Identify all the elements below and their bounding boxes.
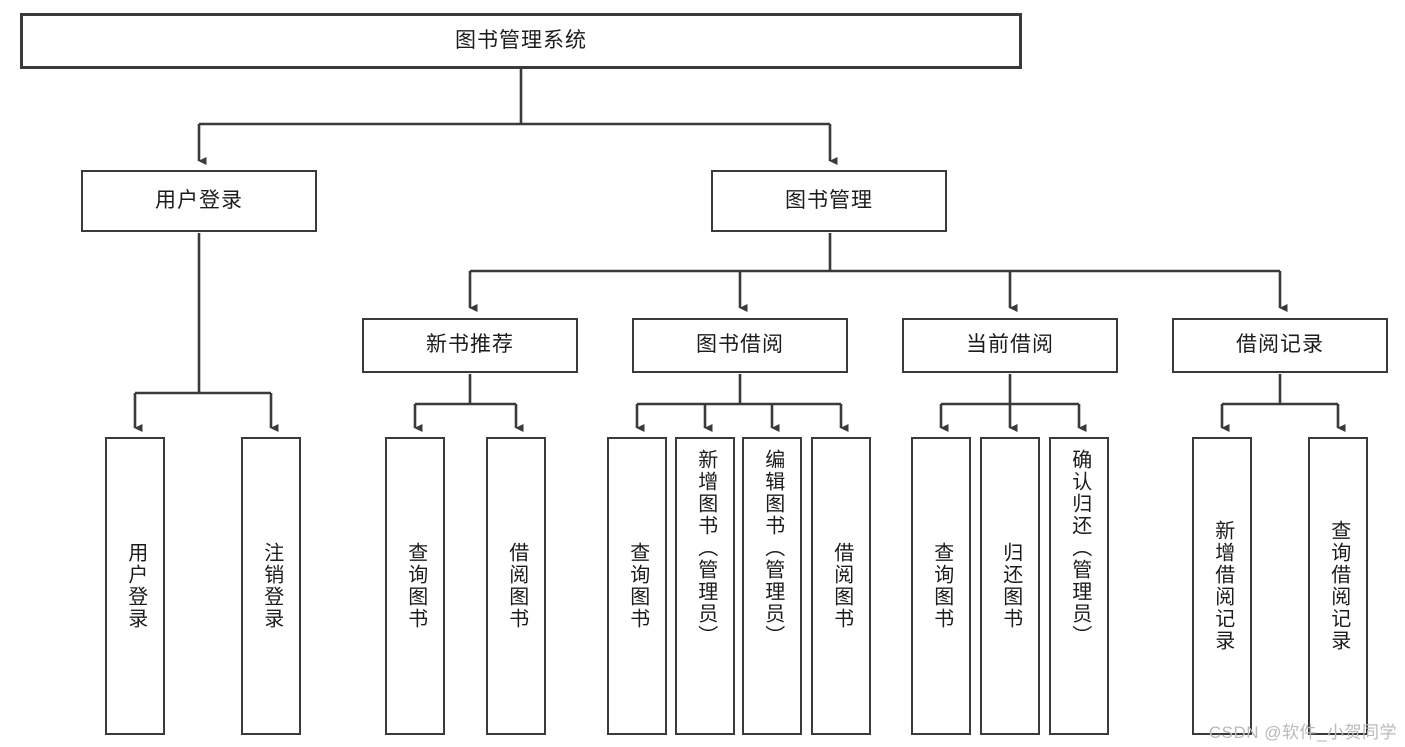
node-label: 归还图书 [999,542,1022,630]
node-book-management[interactable]: 图书管理 [711,170,947,232]
csdn-watermark: CSDN @软件_小贺同学 [1208,723,1397,742]
node-user-login[interactable]: 用户登录 [81,170,317,232]
node-label: 查询图书 [404,542,427,630]
leaf-record-add-record[interactable]: 新增借阅记录 [1192,437,1252,735]
leaf-new-book-query-book[interactable]: 查询图书 [385,437,445,735]
node-label: 新增借阅记录 [1211,520,1234,652]
node-label: 图书借阅 [696,333,784,357]
node-label: 查询图书 [930,542,953,630]
node-label: 当前借阅 [966,333,1054,357]
node-new-book-recommend[interactable]: 新书推荐 [362,318,578,373]
leaf-current-return-book[interactable]: 归还图书 [980,437,1040,735]
node-label: 图书管理系统 [455,28,587,52]
leaf-record-query-record[interactable]: 查询借阅记录 [1308,437,1368,735]
node-label: 借阅图书 [830,542,853,630]
leaf-current-confirm-return-admin[interactable]: 确认归还（管理员） [1049,437,1109,735]
node-label: 编辑图书（管理员） [761,449,784,647]
node-current-borrow[interactable]: 当前借阅 [902,318,1118,373]
leaf-borrow-edit-book-admin[interactable]: 编辑图书（管理员） [742,437,802,735]
node-label: 新书推荐 [426,333,514,357]
node-label: 用户登录 [155,188,243,212]
node-label: 注销登录 [260,542,283,630]
node-borrow-record[interactable]: 借阅记录 [1172,318,1388,373]
leaf-new-book-borrow-book[interactable]: 借阅图书 [486,437,546,735]
node-label: 借阅记录 [1236,333,1324,357]
node-root-system[interactable]: 图书管理系统 [20,13,1022,69]
leaf-user-login-signin[interactable]: 用户登录 [105,437,165,735]
node-label: 查询图书 [626,542,649,630]
leaf-current-query-book[interactable]: 查询图书 [911,437,971,735]
leaf-user-login-signout[interactable]: 注销登录 [241,437,301,735]
node-label: 新增图书（管理员） [694,449,717,647]
node-label: 借阅图书 [505,542,528,630]
node-label: 用户登录 [124,542,147,630]
leaf-borrow-query-book[interactable]: 查询图书 [607,437,667,735]
leaf-borrow-borrow-book[interactable]: 借阅图书 [811,437,871,735]
node-label: 图书管理 [785,188,873,212]
leaf-borrow-add-book-admin[interactable]: 新增图书（管理员） [675,437,735,735]
node-label: 查询借阅记录 [1327,520,1350,652]
node-label: 确认归还（管理员） [1068,449,1091,647]
node-book-borrow[interactable]: 图书借阅 [632,318,848,373]
